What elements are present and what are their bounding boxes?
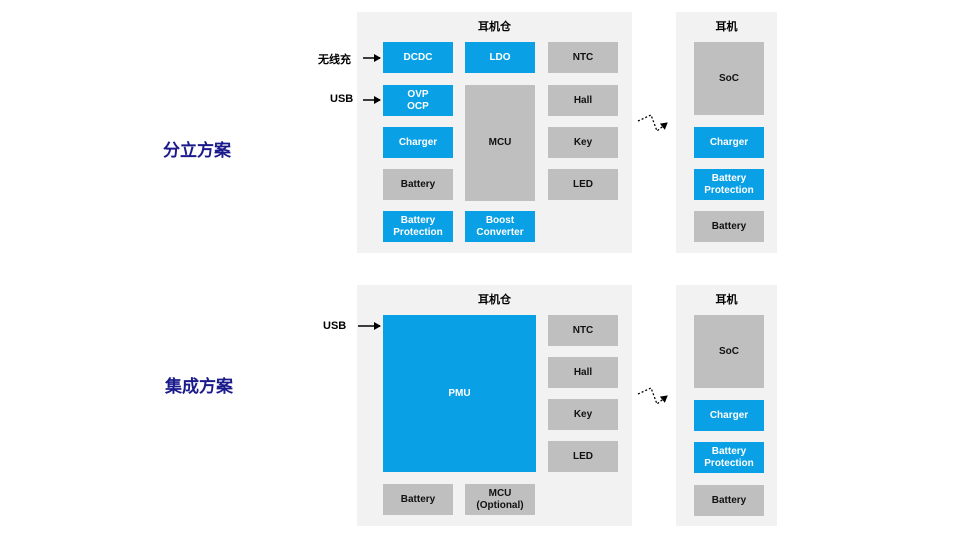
bottom-earphone-charger-block: Charger <box>694 400 764 431</box>
top-ovp-ocp-block: OVP OCP <box>383 85 453 116</box>
top-ntc-block: NTC <box>548 42 618 73</box>
bottom-mcu-optional-block: MCU (Optional) <box>465 484 535 515</box>
bottom-key-block: Key <box>548 399 618 430</box>
top-case-title: 耳机仓 <box>478 21 511 33</box>
top-earphone-battery-block: Battery <box>694 211 764 242</box>
top-mcu-block: MCU <box>465 85 535 201</box>
bottom-case-title: 耳机仓 <box>478 294 511 306</box>
bottom-earphone-battery-block: Battery <box>694 485 764 516</box>
bottom-wireless-link-arrow <box>637 387 668 406</box>
top-boost-converter-block: Boost Converter <box>465 211 535 242</box>
top-soc-block: SoC <box>694 42 764 115</box>
bottom-ntc-block: NTC <box>548 315 618 346</box>
bottom-soc-block: SoC <box>694 315 764 388</box>
bottom-usb-input-label: USB <box>323 320 347 332</box>
top-battery-protection-block: Battery Protection <box>383 211 453 242</box>
bottom-pmu-block: PMU <box>383 315 536 472</box>
discrete-solution-label: 分立方案 <box>163 141 231 160</box>
top-led-block: LED <box>548 169 618 200</box>
top-charger-block: Charger <box>383 127 453 158</box>
top-earphone-title: 耳机 <box>715 21 738 33</box>
top-earphone-battery-protection-block: Battery Protection <box>694 169 764 200</box>
bottom-earphone-battery-protection-block: Battery Protection <box>694 442 764 473</box>
bottom-led-block: LED <box>548 441 618 472</box>
integrated-solution-label: 集成方案 <box>165 377 233 396</box>
top-earphone-charger-block: Charger <box>694 127 764 158</box>
bottom-hall-block: Hall <box>548 357 618 388</box>
top-hall-block: Hall <box>548 85 618 116</box>
top-wireless-input-label: 无线充 <box>318 54 351 66</box>
top-wireless-link-arrow <box>637 114 668 133</box>
bottom-battery-block: Battery <box>383 484 453 515</box>
bottom-earphone-title: 耳机 <box>715 294 738 306</box>
top-usb-input-label: USB <box>330 93 354 105</box>
top-ldo-block: LDO <box>465 42 535 73</box>
top-key-block: Key <box>548 127 618 158</box>
top-dcdc-block: DCDC <box>383 42 453 73</box>
top-battery-block: Battery <box>383 169 453 200</box>
